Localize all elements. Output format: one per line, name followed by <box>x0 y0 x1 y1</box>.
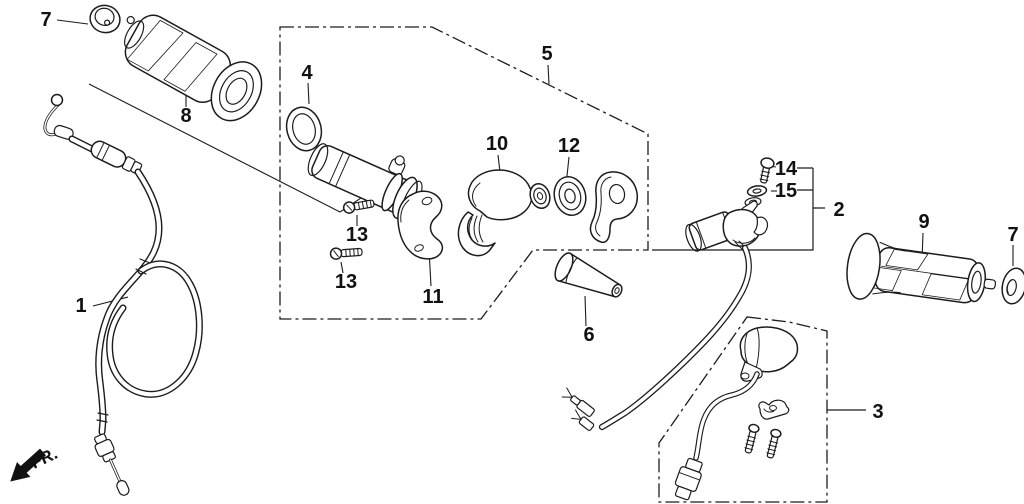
callout-14: 14 <box>775 158 798 180</box>
callout-1: 1 <box>75 295 86 317</box>
callout-6: 6 <box>583 324 594 346</box>
callout-7b: 7 <box>1007 224 1018 246</box>
callout-7a: 7 <box>40 9 51 31</box>
callout-2: 2 <box>833 199 844 221</box>
grommet-seal <box>553 175 587 217</box>
callout-labels: 7 8 1 4 5 10 12 13 13 11 6 14 15 2 9 7 3 <box>40 9 1018 423</box>
assembly-box-3 <box>658 316 828 503</box>
callout-12: 12 <box>558 135 580 157</box>
assembly-box-5 <box>279 26 649 320</box>
grip-end-cap-right <box>1001 267 1024 305</box>
throttle-cable-drawing <box>43 93 203 496</box>
wire-connector <box>674 457 703 501</box>
callout-5: 5 <box>541 43 552 65</box>
callout-9: 9 <box>918 211 929 233</box>
fr-direction-marker: FR. <box>10 444 61 482</box>
lever-switch-assembly <box>561 157 775 431</box>
throttle-grip-drawing <box>124 14 263 122</box>
callout-13b: 13 <box>335 271 357 293</box>
callout-bracket-2 <box>652 167 825 251</box>
fr-label: FR. <box>28 444 61 473</box>
callout-8: 8 <box>180 105 191 127</box>
switch-housing-assembly <box>674 326 799 501</box>
fr-arrow-icon <box>10 448 47 482</box>
wire-terminals <box>561 387 595 431</box>
callout-15: 15 <box>775 180 797 202</box>
housing-screw-lower <box>329 247 363 260</box>
housing-screw-upper <box>342 199 375 214</box>
washer-15 <box>746 185 768 197</box>
boot-cone <box>554 252 623 298</box>
pipe-collar-ring <box>285 106 323 152</box>
housing-upper-half <box>457 169 551 257</box>
callout-11: 11 <box>422 286 443 308</box>
callout-3: 3 <box>872 401 883 423</box>
switch-clamp <box>758 399 790 420</box>
grip-end-cap-left <box>89 4 121 34</box>
callout-10: 10 <box>486 133 508 155</box>
cable-lower-adjuster <box>94 433 130 496</box>
clamp-screw-right <box>766 428 782 459</box>
clamp-screw-left <box>744 423 760 454</box>
callout-4: 4 <box>301 62 313 84</box>
callout-13a: 13 <box>346 224 368 246</box>
left-grip-drawing <box>846 232 997 304</box>
cable-adjuster <box>90 140 143 175</box>
screw-14 <box>759 157 775 184</box>
housing-lower-half <box>397 190 444 260</box>
dust-cover-plate <box>589 171 638 244</box>
